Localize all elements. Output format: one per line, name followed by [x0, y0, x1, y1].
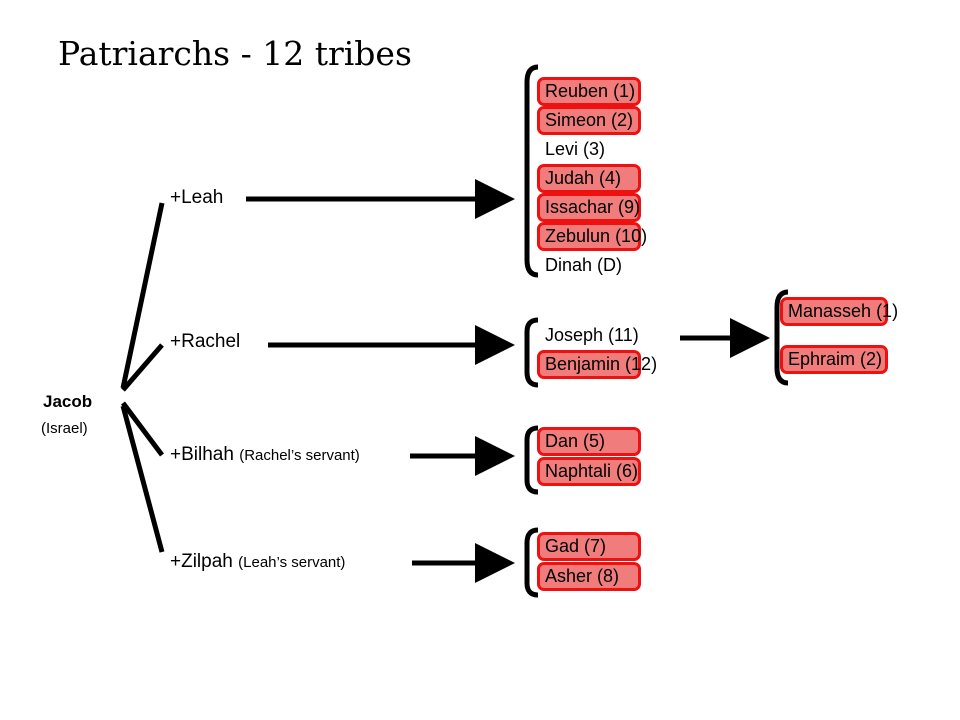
child-number: (1) [871, 301, 899, 321]
bracket-rachel [524, 317, 539, 388]
root-name: Jacob [43, 392, 93, 411]
highlight-box [780, 345, 888, 374]
child-number: (D) [592, 255, 623, 275]
child-name: Asher [545, 566, 593, 586]
highlight-box [537, 562, 641, 591]
wife-name: +Rachel [170, 331, 241, 352]
child-number: (11) [603, 325, 639, 345]
child-benjamin: Benjamin (12) [545, 350, 657, 379]
child-name: Manasseh [788, 301, 872, 321]
root-subtitle: (Israel) [41, 420, 88, 437]
child-number: (2) [855, 349, 883, 369]
highlight-box [537, 164, 641, 193]
child-name: Dan [545, 431, 579, 451]
child-number: (7) [579, 536, 607, 556]
child-number: (5) [578, 431, 606, 451]
wife-name: +Bilhah [170, 444, 234, 465]
child-name: Zebulun [545, 226, 611, 246]
highlight-box [537, 106, 641, 135]
child-zebulun: Zebulun (10) [545, 222, 647, 251]
child-issachar: Issachar (9) [545, 193, 640, 222]
wife-name: +Leah [170, 187, 224, 208]
highlight-box [537, 457, 641, 486]
page-title: Patriarchs - 12 tribes [58, 34, 412, 73]
branch-line-zilpah [120, 405, 165, 553]
child-number: (3) [578, 139, 606, 159]
child-simeon: Simeon (2) [545, 106, 633, 135]
highlight-box [780, 297, 888, 326]
child-levi: Levi (3) [545, 135, 605, 164]
child-name: Reuben [545, 81, 609, 101]
branch-line-rachel [121, 343, 164, 392]
child-ephraim: Ephraim (2) [788, 345, 882, 374]
child-name: Gad [545, 536, 580, 556]
wife-zilpah: +Zilpah (Leah’s servant) [170, 551, 345, 573]
child-number: (6) [611, 461, 639, 481]
child-asher: Asher (8) [545, 562, 619, 591]
wife-note: (Rachel’s servant) [239, 447, 360, 464]
child-name: Benjamin [545, 354, 621, 374]
bracket-zilpah [524, 527, 539, 598]
wife-bilhah: +Bilhah (Rachel’s servant) [170, 444, 360, 466]
branch-line-leah [120, 202, 165, 389]
child-number: (1) [608, 81, 636, 101]
child-number: (4) [594, 168, 622, 188]
child-dan: Dan (5) [545, 427, 605, 456]
bracket-leah [524, 64, 539, 278]
wife-leah: +Leah [170, 187, 223, 209]
highlight-box [537, 532, 641, 561]
child-number: (12) [620, 354, 658, 374]
child-name: Naphtali [545, 461, 612, 481]
child-name: Judah [545, 168, 595, 188]
child-dinah: Dinah (D) [545, 251, 622, 280]
child-number: (9) [613, 197, 641, 217]
wife-rachel: +Rachel [170, 331, 240, 353]
highlight-box [537, 77, 641, 106]
bracket-bilhah [524, 425, 539, 495]
child-number: (8) [592, 566, 620, 586]
branch-line-bilhah [121, 401, 164, 457]
wife-name: +Zilpah [170, 551, 233, 572]
child-gad: Gad (7) [545, 532, 606, 561]
child-joseph: Joseph (11) [545, 321, 639, 350]
child-naphtali: Naphtali (6) [545, 457, 638, 486]
wife-note: (Leah’s servant) [238, 554, 346, 571]
highlight-box [537, 222, 641, 251]
child-name: Levi [545, 139, 579, 159]
highlight-box [537, 193, 641, 222]
child-manasseh: Manasseh (1) [788, 297, 898, 326]
child-name: Simeon [545, 110, 607, 130]
child-name: Ephraim [788, 349, 856, 369]
highlight-box [537, 350, 641, 379]
child-number: (2) [606, 110, 634, 130]
child-number: (10) [610, 226, 648, 246]
highlight-box [537, 427, 641, 456]
child-judah: Judah (4) [545, 164, 621, 193]
child-name: Dinah [545, 255, 593, 275]
child-name: Joseph [545, 325, 604, 345]
child-reuben: Reuben (1) [545, 77, 635, 106]
bracket-joseph [774, 289, 789, 386]
child-name: Issachar [545, 197, 614, 217]
